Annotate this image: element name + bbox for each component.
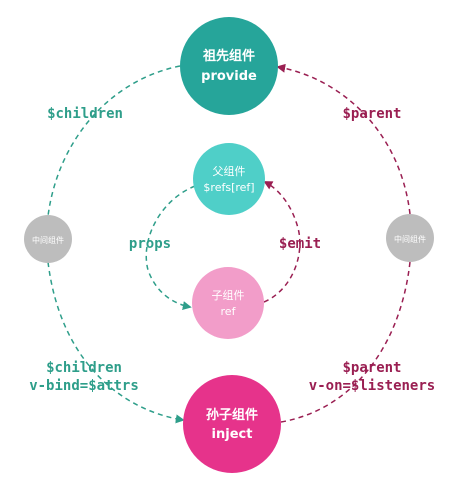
edge-ancestor-to-middle-left xyxy=(47,65,181,217)
label-emit: $emit xyxy=(279,236,321,252)
label-vbind: v-bind=$attrs xyxy=(29,378,139,394)
ancestor-title: 祖先组件 xyxy=(202,48,255,64)
label-parent-top: $parent xyxy=(342,106,401,122)
ancestor-node: 祖先组件 provide xyxy=(180,17,278,115)
grandchild-node: 孙子组件 inject xyxy=(183,375,281,473)
child-sub: ref xyxy=(221,305,237,318)
middle-left-title: 中间组件 xyxy=(32,235,64,245)
label-props: props xyxy=(129,236,171,252)
grandchild-title: 孙子组件 xyxy=(206,407,258,423)
edge-middle-left-to-grandchild xyxy=(47,261,185,424)
parent-sub: $refs[ref] xyxy=(203,181,254,194)
label-children-bottom: $children xyxy=(46,360,122,376)
middle-node-left: 中间组件 xyxy=(24,215,72,263)
grandchild-sub: inject xyxy=(212,427,253,442)
edge-middle-right-to-ancestor xyxy=(276,63,411,215)
middle-node-right: 中间组件 xyxy=(386,214,434,262)
parent-title: 父组件 xyxy=(213,164,246,178)
label-children-top: $children xyxy=(47,106,123,122)
label-von: v-on=$listeners xyxy=(309,378,435,394)
edge-grandchild-to-middle-right xyxy=(280,261,411,423)
middle-right-title: 中间组件 xyxy=(394,234,426,244)
parent-node: 父组件 $refs[ref] xyxy=(193,143,265,215)
edge-props xyxy=(145,185,196,310)
child-title: 子组件 xyxy=(212,288,245,302)
ancestor-sub: provide xyxy=(201,69,257,84)
label-parent-bottom: $parent xyxy=(342,360,401,376)
edge-emit xyxy=(263,181,301,303)
child-node: 子组件 ref xyxy=(192,267,264,339)
